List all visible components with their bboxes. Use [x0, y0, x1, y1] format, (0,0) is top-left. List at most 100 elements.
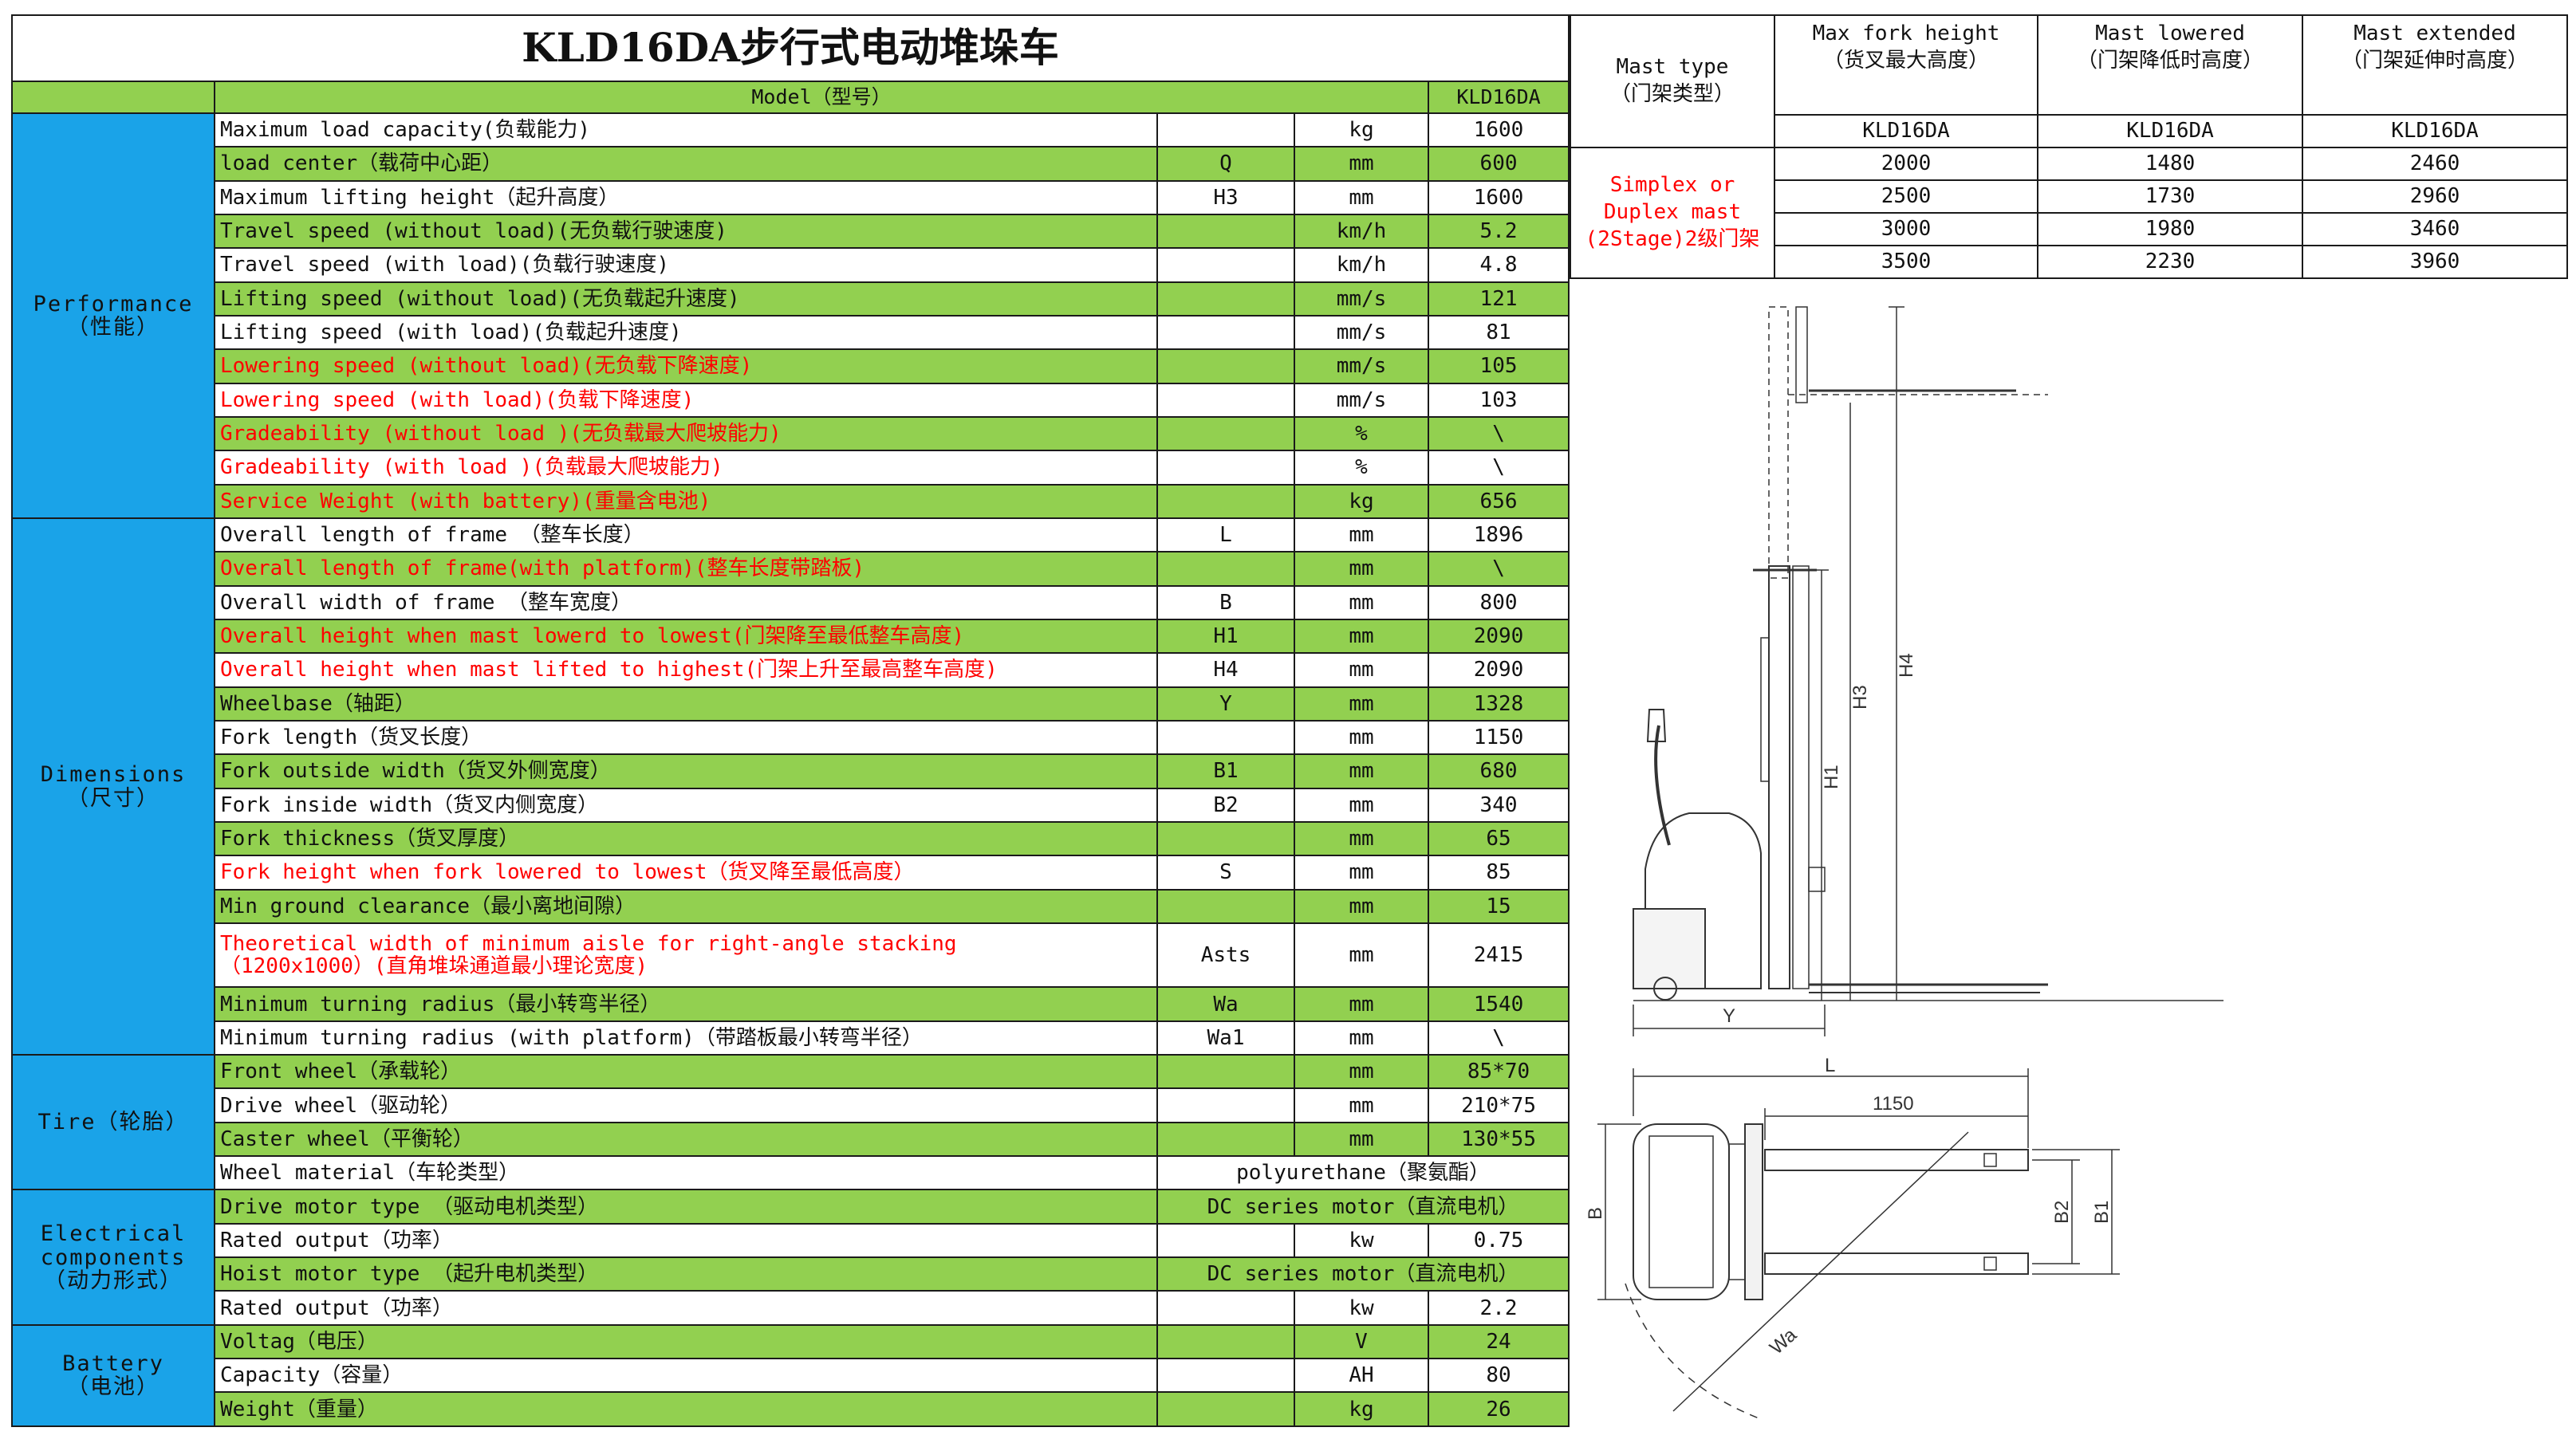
spec-unit: mm — [1294, 922, 1429, 989]
spec-unit: AH — [1294, 1358, 1429, 1394]
spec-label: Hoist motor type （起升电机类型） — [214, 1256, 1158, 1292]
spec-row: Travel speed (without load)(无负载行驶速度)km/h… — [12, 213, 1570, 250]
dim-label-b1: B1 — [2091, 1201, 2113, 1224]
spec-label: Theoretical width of minimum aisle for r… — [214, 922, 1158, 989]
spec-label: Fork outside width（货叉外侧宽度） — [214, 753, 1158, 789]
spec-symbol — [1156, 213, 1295, 250]
spec-label: Lowering speed (without load)(无负载下降速度) — [214, 348, 1158, 384]
spec-unit: mm — [1294, 986, 1429, 1022]
spec-row: Electrical components （动力形式）Drive motor … — [11, 1189, 1570, 1326]
spec-unit: mm — [1294, 753, 1429, 789]
spec-symbol — [1156, 1290, 1295, 1326]
spec-row: Minimum turning radius (with platform)（带… — [12, 1020, 1570, 1056]
spec-value: 15 — [1427, 888, 1570, 924]
spec-label: Fork thickness（货叉厚度） — [214, 820, 1158, 857]
spec-value: 1896 — [1427, 517, 1570, 553]
dim-label-h3: H3 — [1849, 685, 1871, 710]
spec-symbol — [1156, 551, 1295, 587]
spec-label: Wheel material（车轮类型） — [214, 1155, 1158, 1191]
spec-value: 656 — [1427, 483, 1570, 519]
spec-label: Travel speed (without load)(无负载行驶速度) — [214, 213, 1158, 250]
side-view-drawing: H4 H3 H1 Y — [1633, 306, 2223, 1036]
spec-symbol — [1156, 888, 1295, 924]
mast-cell: 3960 — [2302, 245, 2568, 279]
spec-row: Theoretical width of minimum aisle for r… — [12, 922, 1570, 989]
spec-value: 65 — [1427, 820, 1570, 857]
spec-value: 105 — [1427, 348, 1570, 384]
spec-unit: mm — [1294, 686, 1429, 722]
spec-label: Caster wheel（平衡轮） — [214, 1121, 1158, 1158]
mast-cell: 3000 — [1774, 212, 2038, 246]
spec-unit: mm/s — [1294, 314, 1429, 351]
spec-unit: mm — [1294, 179, 1429, 215]
spec-unit: mm — [1294, 855, 1429, 891]
spec-value: 81 — [1427, 314, 1570, 351]
spec-symbol: B — [1156, 584, 1295, 620]
spec-unit: kg — [1294, 1391, 1429, 1427]
spec-symbol — [1156, 314, 1295, 351]
mast-cell: 1730 — [2037, 179, 2303, 214]
spec-symbol — [1156, 1323, 1295, 1360]
mast-cell: 2000 — [1774, 147, 2038, 181]
spec-label: Travel speed (with load)(负载行驶速度) — [214, 247, 1158, 283]
spec-symbol — [1156, 1391, 1295, 1427]
spec-label: Capacity（容量） — [214, 1358, 1158, 1394]
top-view-drawing: L 1150 B B2 B1 Wa — [1585, 1055, 2120, 1420]
spec-unit: mm — [1294, 1054, 1429, 1090]
spec-row: Lowering speed (without load)(无负载下降速度)mm… — [12, 348, 1570, 384]
spec-label: Rated output（功率） — [214, 1222, 1158, 1259]
spec-label: Lifting speed (with load)(负载起升速度) — [214, 314, 1158, 351]
spec-unit: V — [1294, 1323, 1429, 1360]
spec-value: 2090 — [1427, 618, 1570, 655]
spec-unit: mm — [1294, 888, 1429, 924]
spec-symbol: Wa — [1156, 986, 1295, 1022]
spec-label: load center（载荷中心距） — [214, 146, 1158, 182]
spec-value: 2415 — [1427, 922, 1570, 989]
spec-row: Wheel material（车轮类型）polyurethane（聚氨酯） — [12, 1155, 1570, 1191]
spec-value: 600 — [1427, 146, 1570, 182]
mast-cell: 3500 — [1774, 245, 2038, 279]
spec-row: Gradeability (with load )(负载最大爬坡能力)%\ — [12, 450, 1570, 486]
spec-symbol: H3 — [1156, 179, 1295, 215]
spec-symbol — [1156, 1121, 1295, 1158]
spec-symbol — [1156, 450, 1295, 486]
spec-symbol — [1156, 247, 1295, 283]
spec-symbol — [1156, 719, 1295, 756]
spec-unit: mm — [1294, 1020, 1429, 1056]
spec-value: 103 — [1427, 382, 1570, 418]
spec-label: Gradeability (with load )(负载最大爬坡能力) — [214, 450, 1158, 486]
spec-merged-value: DC series motor（直流电机） — [1156, 1256, 1570, 1292]
spec-label: Fork height when fork lowered to lowest（… — [214, 855, 1158, 891]
spec-row: Fork height when fork lowered to lowest（… — [12, 855, 1570, 891]
spec-label: Wheelbase（轴距） — [214, 686, 1158, 722]
spec-label: Overall width of frame （整车宽度） — [214, 584, 1158, 620]
spec-label: Overall length of frame （整车长度） — [214, 517, 1158, 553]
spec-value: 85*70 — [1427, 1054, 1570, 1090]
spec-unit: mm — [1294, 1087, 1429, 1123]
spec-value: 26 — [1427, 1391, 1570, 1427]
spec-value: 1540 — [1427, 986, 1570, 1022]
spec-value: 1328 — [1427, 686, 1570, 722]
spec-symbol — [1156, 415, 1295, 452]
spec-symbol — [1156, 1222, 1295, 1259]
spec-merged-value: polyurethane（聚氨酯） — [1156, 1155, 1570, 1191]
spec-label: Overall length of frame(with platform)(整… — [214, 551, 1158, 587]
dim-label-b2: B2 — [2051, 1201, 2073, 1224]
spec-unit: % — [1294, 415, 1429, 452]
spec-table: KLD16DA步行式电动堆垛车 Model（型号） KLD16DA Perfor… — [10, 14, 1570, 1428]
spec-unit: kg — [1294, 483, 1429, 519]
section-category: Battery （电池） — [11, 1323, 215, 1428]
dim-label-y: Y — [1723, 1005, 1735, 1027]
spec-unit: kw — [1294, 1222, 1429, 1259]
spec-value: \ — [1427, 415, 1570, 452]
mast-model-cell: KLD16DA — [2302, 114, 2568, 148]
spec-unit: mm — [1294, 820, 1429, 857]
mast-table: Mast type （门架类型） Max fork height （货叉最大高度… — [1570, 14, 2568, 279]
